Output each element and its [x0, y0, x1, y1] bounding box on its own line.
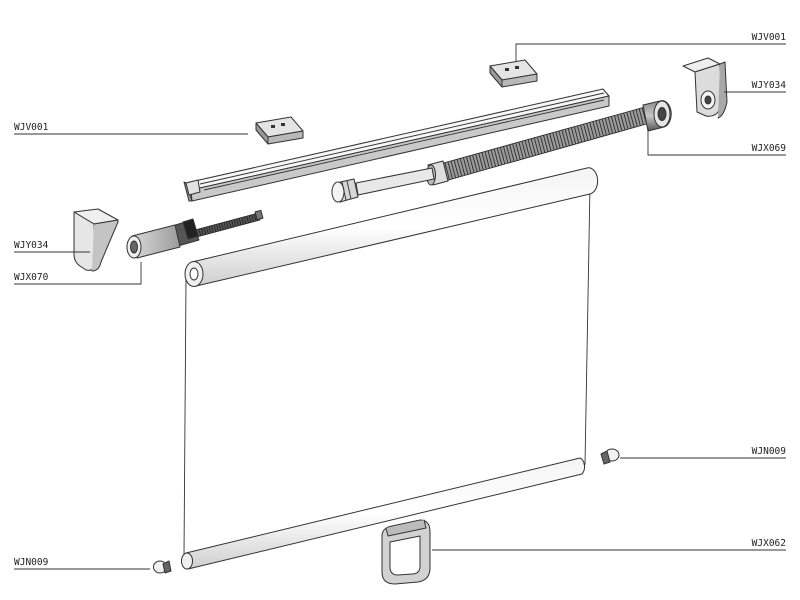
label-wjx070: WJX070: [14, 272, 49, 283]
mounting-clip-left: [255, 116, 304, 145]
label-wjv001-top: WJV001: [752, 32, 787, 43]
end-bracket-right: [682, 57, 728, 119]
pull-handle: [381, 519, 431, 585]
label-wjx062: WJX062: [752, 538, 786, 549]
mounting-clip-top: [489, 59, 538, 88]
label-wjn009-right: WJN009: [752, 446, 787, 457]
label-wjy034-right: WJY034: [752, 80, 787, 91]
spring-tube-assembly: [331, 100, 672, 203]
idle-end-assembly: [126, 209, 264, 259]
label-wjx069: WJX069: [752, 143, 787, 154]
end-bracket-left: [73, 208, 119, 272]
label-wjv001-left: WJV001: [14, 122, 49, 133]
part-labels: WJV001 WJY034 WJX069 WJV001 WJY034 WJX07…: [14, 32, 786, 568]
leader-lines: [14, 43, 786, 570]
label-wjy034-left: WJY034: [14, 240, 49, 251]
head-rail: [183, 88, 610, 202]
blind-fabric: [181, 167, 599, 570]
bottom-bar-end-cap-left: [153, 560, 172, 574]
bottom-bar-end-cap-right: [600, 448, 620, 465]
label-wjn009-left: WJN009: [14, 557, 49, 568]
